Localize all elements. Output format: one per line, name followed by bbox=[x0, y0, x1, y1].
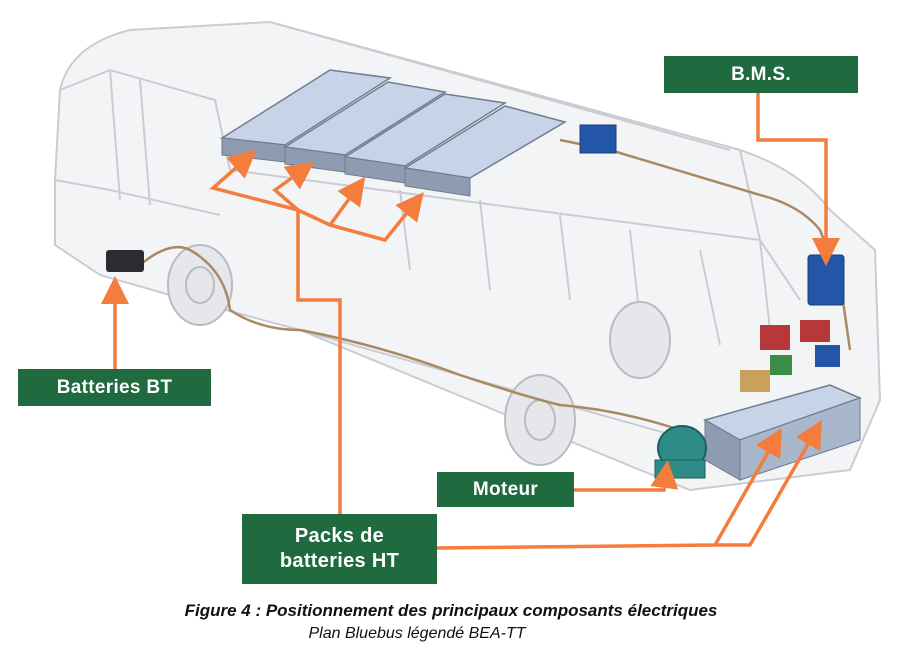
arrow-packs-roof-2 bbox=[272, 161, 315, 212]
arrow-packs-roof-4 bbox=[329, 192, 424, 242]
battery-packs-roof bbox=[219, 69, 617, 197]
motor bbox=[654, 425, 707, 479]
arrow-moteur bbox=[574, 460, 679, 492]
label-packs-line2: batteries HT bbox=[279, 550, 400, 572]
label-bms: B.M.S. bbox=[664, 56, 858, 93]
callout-arrows bbox=[101, 93, 840, 550]
arrow-bms bbox=[756, 93, 840, 266]
figure-caption-title: Figure 4 : Positionnement des principaux… bbox=[184, 601, 718, 620]
wiring-harness bbox=[139, 245, 681, 432]
bms-unit bbox=[807, 254, 845, 306]
low-voltage-battery bbox=[106, 250, 144, 272]
label-moteur: Moteur bbox=[437, 472, 574, 507]
arrow-packs-vertical bbox=[296, 210, 342, 514]
label-batteries-bt: Batteries BT bbox=[18, 369, 211, 406]
wheels bbox=[167, 244, 671, 466]
rear-electrical-components bbox=[740, 320, 840, 392]
figure-caption-subtitle: Plan Bluebus légendé BEA-TT bbox=[308, 625, 526, 642]
battery-pack bbox=[342, 93, 508, 184]
junction-box bbox=[579, 124, 617, 154]
bus-diagram bbox=[54, 20, 882, 550]
arrow-packs-roof-1 bbox=[209, 149, 299, 212]
label-packs-batteries-ht: Packs de batteries HT bbox=[242, 514, 437, 584]
arrow-packs-rear-2 bbox=[715, 419, 822, 547]
battery-pack bbox=[402, 105, 567, 197]
wiring-harness-top bbox=[559, 138, 852, 351]
label-packs-line1: Packs de bbox=[294, 525, 385, 547]
